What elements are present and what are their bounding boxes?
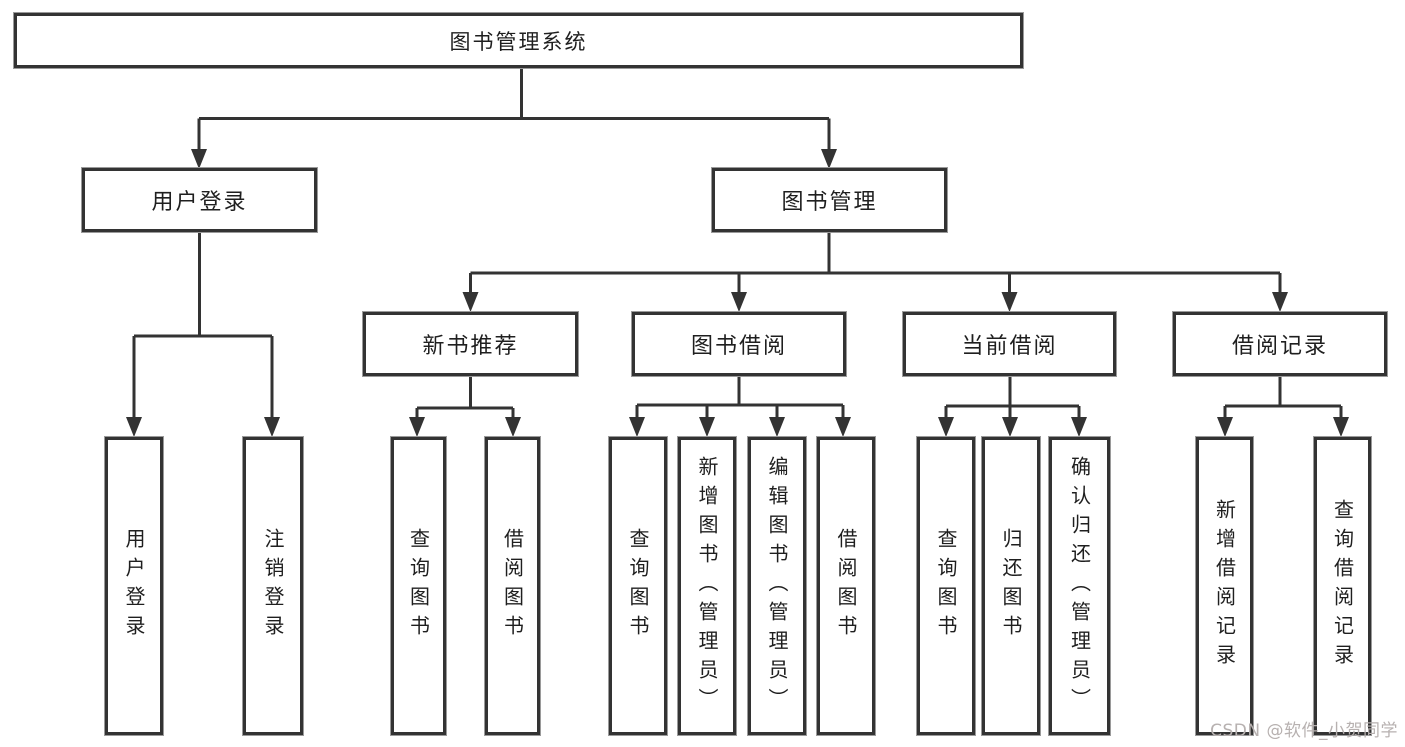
- node-leaf-return-books: 归还图书: [982, 437, 1040, 735]
- node-leaf-add-books-admin: 新增图书（管理员）: [678, 437, 736, 735]
- node-leaf-query-borrow-record: 查询借阅记录: [1314, 437, 1371, 735]
- csdn-watermark: CSDN @软件_小贺同学: [1210, 721, 1398, 741]
- node-label: 借阅记录: [1231, 334, 1328, 359]
- node-new-book-recommend: 新书推荐: [363, 312, 578, 376]
- node-user-login: 用户登录: [82, 168, 317, 232]
- node-label: 借阅图书: [834, 528, 858, 644]
- node-leaf-edit-books-admin: 编辑图书（管理员）: [748, 437, 806, 735]
- node-label: 查询图书: [934, 528, 958, 644]
- node-label: 用户登录: [151, 190, 248, 215]
- connector-shafts: [132, 68, 1343, 422]
- node-book-borrow: 图书借阅: [632, 312, 846, 376]
- node-label: 编辑图书（管理员）: [765, 455, 789, 717]
- node-label: 用户登录: [122, 528, 146, 644]
- node-label: 新增图书（管理员）: [695, 455, 719, 717]
- node-label: 新增借阅记录: [1212, 499, 1237, 673]
- node-label: 归还图书: [999, 528, 1023, 644]
- node-label: 查询借阅记录: [1330, 499, 1355, 673]
- node-current-borrow: 当前借阅: [903, 312, 1116, 376]
- node-leaf-user-login: 用户登录: [105, 437, 163, 735]
- node-label: 查询图书: [406, 528, 431, 644]
- node-leaf-query-books-3: 查询图书: [917, 437, 975, 735]
- node-label: 图书借阅: [690, 334, 787, 359]
- connector-arrowheads: [126, 149, 1349, 437]
- node-leaf-borrow-books-1: 借阅图书: [485, 437, 540, 735]
- node-borrow-records: 借阅记录: [1173, 312, 1387, 376]
- node-label: 借阅图书: [500, 528, 525, 644]
- node-book-management: 图书管理: [712, 168, 947, 232]
- node-label: 确认归还（管理员）: [1067, 455, 1092, 717]
- node-leaf-confirm-return-admin: 确认归还（管理员）: [1049, 437, 1110, 735]
- node-leaf-add-borrow-record: 新增借阅记录: [1196, 437, 1253, 735]
- node-label: 图书管理系统: [449, 29, 588, 54]
- node-label: 新书推荐: [422, 334, 519, 359]
- node-label: 查询图书: [626, 528, 650, 644]
- node-leaf-query-books-2: 查询图书: [609, 437, 667, 735]
- node-label: 注销登录: [261, 528, 285, 644]
- node-leaf-query-books-1: 查询图书: [391, 437, 446, 735]
- node-label: 图书管理: [781, 190, 878, 215]
- node-root-system: 图书管理系统: [14, 13, 1023, 68]
- node-leaf-borrow-books-2: 借阅图书: [817, 437, 875, 735]
- node-label: 当前借阅: [961, 334, 1058, 359]
- node-leaf-logout: 注销登录: [243, 437, 303, 735]
